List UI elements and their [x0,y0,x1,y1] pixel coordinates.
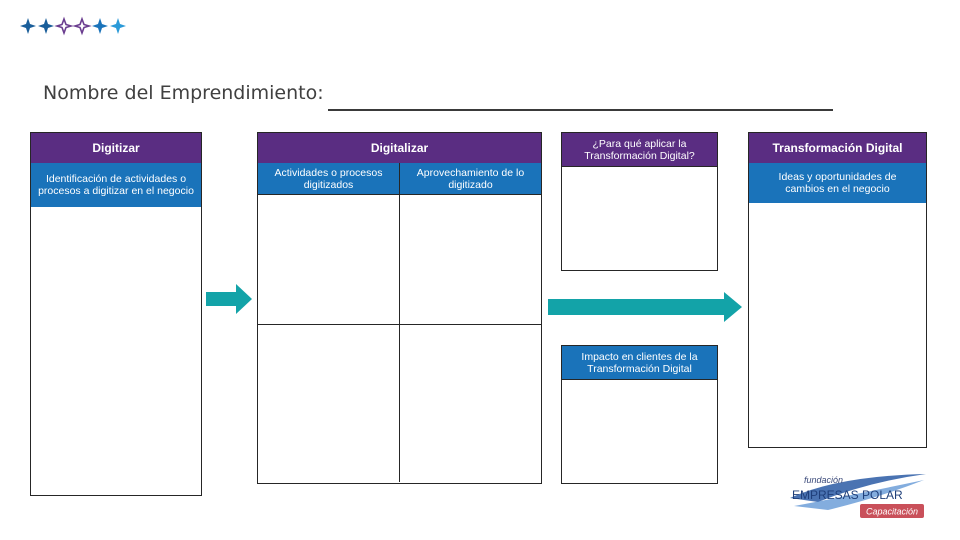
digitalizar-col1-header: Actividades o procesos digitizados [258,163,400,194]
para-que-box: ¿Para qué aplicar la Transformación Digi… [561,132,718,271]
digitalizar-cell-1-2[interactable] [400,195,541,324]
star-diamond-outline-icon [72,16,92,36]
para-que-header: ¿Para qué aplicar la Transformación Digi… [562,133,717,166]
title-row: Nombre del Emprendimiento: [43,82,843,116]
digitizar-header: Digitizar [31,133,201,163]
transformacion-subheader: Ideas y oportunidades de cambios en el n… [749,163,926,203]
name-blank-line[interactable] [328,109,833,111]
arrow-right-icon [206,284,252,314]
digitalizar-cell-2-1[interactable] [258,325,400,482]
impacto-header: Impacto en clientes de la Transformación… [562,346,717,379]
digitalizar-header: Digitalizar [258,133,541,163]
star-diamond-filled-icon [110,18,126,34]
digitizar-content-area[interactable] [31,207,201,495]
star-diamond-outline-icon [54,16,74,36]
transformacion-content-area[interactable] [749,203,926,447]
decorative-stars [20,16,130,36]
arrow-right-large-icon [548,292,742,322]
logo-line2: EMPRESAS POLAR [792,488,903,502]
empresas-polar-logo: fundación EMPRESAS POLAR Capacitación [788,468,928,522]
digitalizar-col2-header: Aprovechamiento de lo digitizado [400,163,541,194]
digitalizar-cell-1-1[interactable] [258,195,400,324]
impacto-box: Impacto en clientes de la Transformación… [561,345,718,484]
digitalizar-cell-2-2[interactable] [400,325,541,482]
digitizar-box: Digitizar Identificación de actividades … [30,132,202,496]
transformacion-box: Transformación Digital Ideas y oportunid… [748,132,927,448]
digitizar-subheader: Identificación de actividades o procesos… [31,163,201,207]
star-diamond-filled-icon [38,18,54,34]
logo-line1: fundación [804,475,843,485]
para-que-content-area[interactable] [562,166,717,270]
impacto-content-area[interactable] [562,379,717,483]
star-diamond-filled-icon [20,18,36,34]
transformacion-header: Transformación Digital [749,133,926,163]
digitalizar-box: Digitalizar Actividades o procesos digit… [257,132,542,484]
logo-badge: Capacitación [866,507,918,517]
page-title: Nombre del Emprendimiento: [43,82,324,104]
star-diamond-filled-icon [92,18,108,34]
